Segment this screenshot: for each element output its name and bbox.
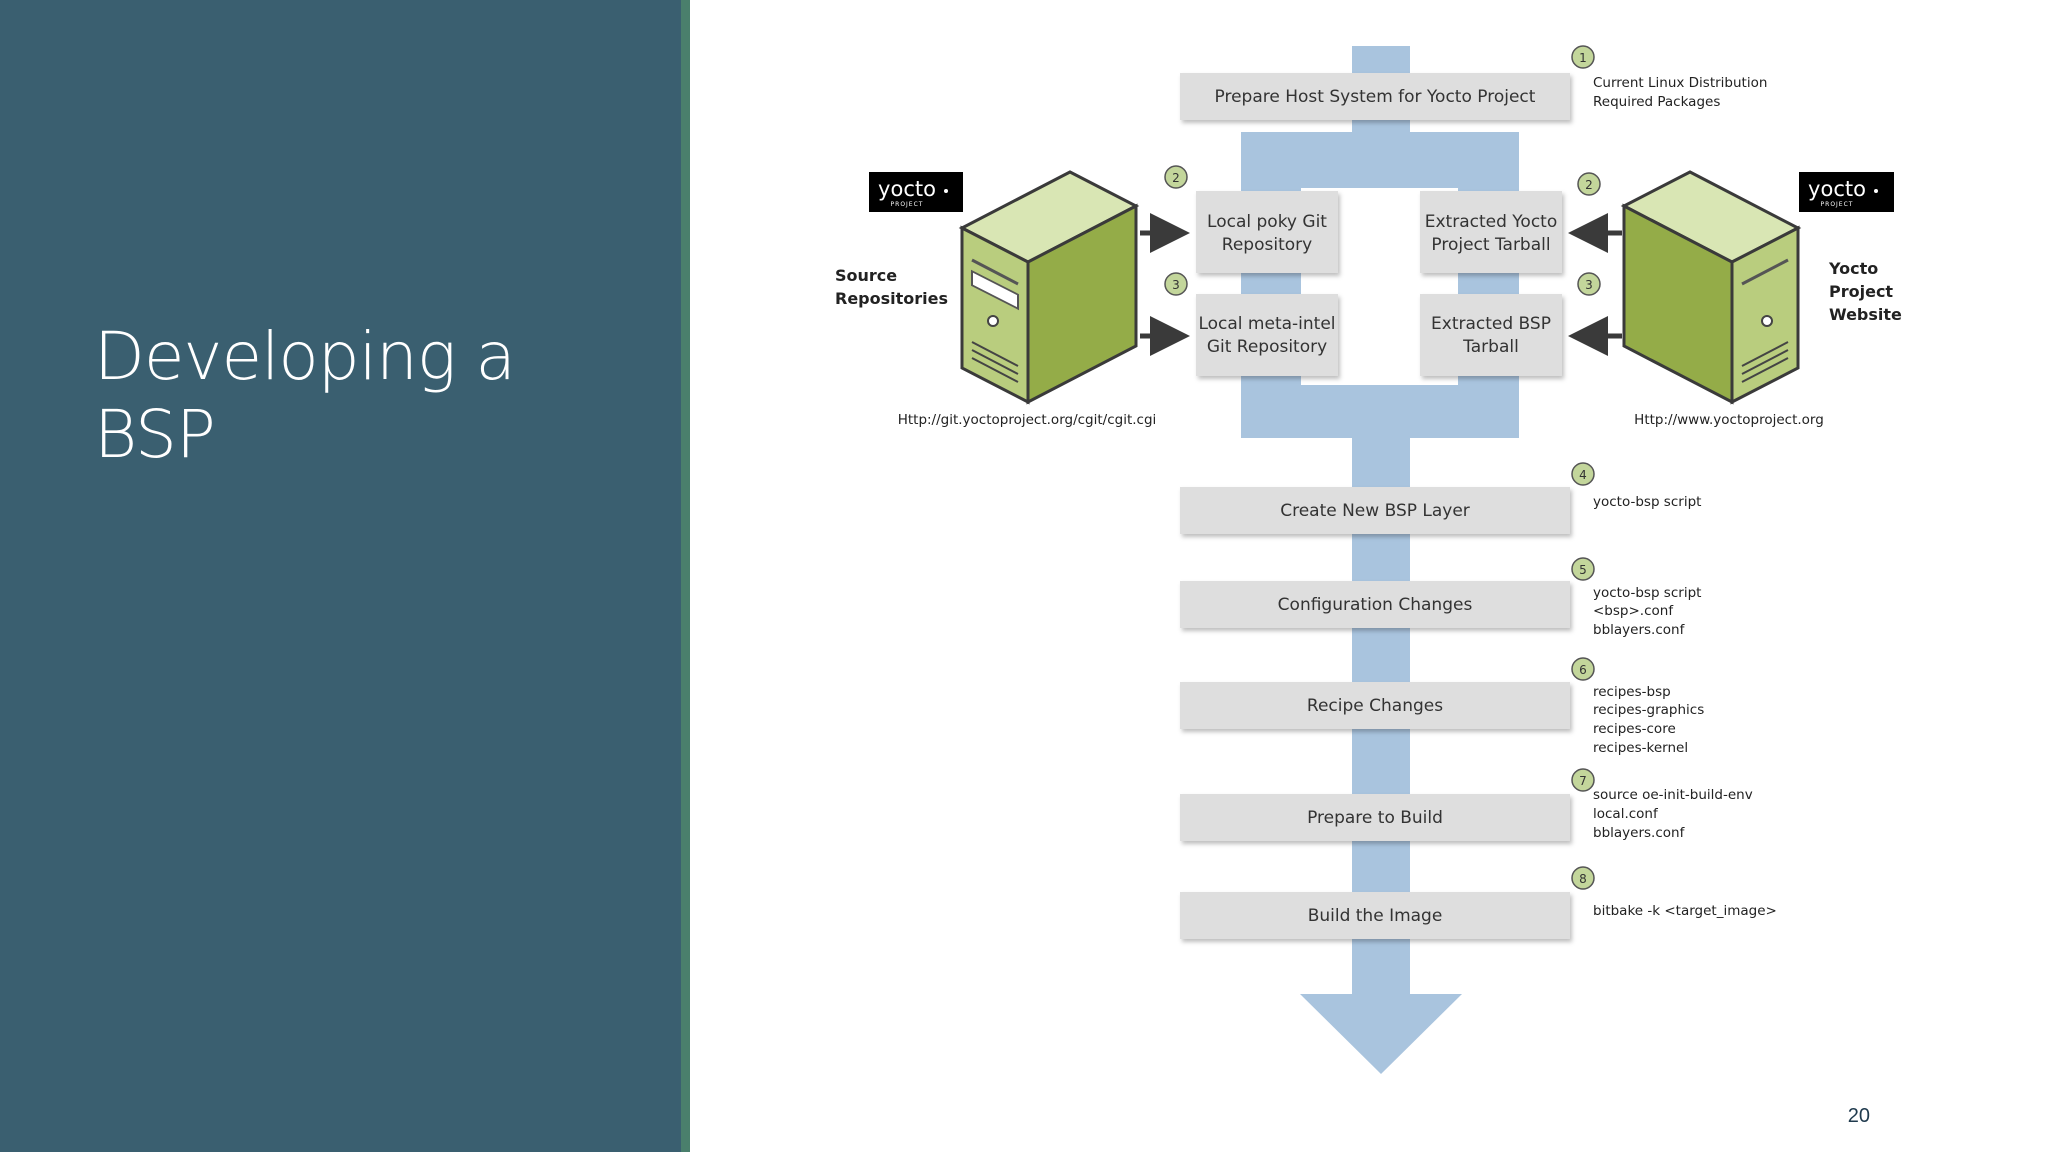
right-source-url: Http://www.yoctoproject.org — [1634, 412, 1824, 428]
svg-text:bblayers.conf: bblayers.conf — [1593, 622, 1686, 638]
repo-meta-line1: Local meta-intel — [1198, 314, 1335, 334]
repo-bsp-line1: Extracted BSP — [1431, 314, 1551, 334]
right-source-label-line3: Website — [1829, 305, 1902, 324]
repo-poky: Local poky Git Repository — [1196, 191, 1338, 273]
note-5: yocto-bsp script <bsp>.conf bblayers.con… — [1593, 585, 1701, 638]
svg-text:recipes-bsp: recipes-bsp — [1593, 684, 1671, 700]
svg-text:8: 8 — [1579, 872, 1587, 886]
svg-text:yocto-bsp script: yocto-bsp script — [1593, 585, 1701, 601]
left-logo-sub: PROJECT — [891, 201, 924, 208]
step-recipe-changes-label: Recipe Changes — [1307, 696, 1443, 716]
svg-text:bblayers.conf: bblayers.conf — [1593, 825, 1686, 841]
svg-text:6: 6 — [1579, 663, 1587, 677]
svg-text:recipes-graphics: recipes-graphics — [1593, 702, 1704, 718]
svg-text:<bsp>.conf: <bsp>.conf — [1593, 603, 1674, 619]
slide-title-line2: BSP — [94, 396, 216, 473]
repo-tarball: Extracted Yocto Project Tarball — [1420, 191, 1562, 273]
page-number: 20 — [1847, 1105, 1870, 1127]
svg-text:recipes-core: recipes-core — [1593, 721, 1676, 737]
repo-poky-line1: Local poky Git — [1207, 212, 1327, 232]
badge-3-right: 3 — [1577, 272, 1601, 296]
badge-7: 7 — [1571, 768, 1595, 792]
left-source-url: Http://git.yoctoproject.org/cgit/cgit.cg… — [898, 412, 1157, 428]
badge-2-left: 2 — [1164, 165, 1188, 189]
step-config-changes: Configuration Changes — [1180, 581, 1570, 628]
svg-text:2: 2 — [1585, 178, 1593, 192]
badge-2-right: 2 — [1577, 172, 1601, 196]
note-8: bitbake -k <target_image> — [1593, 903, 1777, 919]
step-create-layer-label: Create New BSP Layer — [1280, 501, 1470, 521]
right-logo-text: yocto — [1808, 177, 1866, 201]
svg-text:Current Linux Distribution: Current Linux Distribution — [1593, 75, 1767, 91]
left-source-label-line2: Repositories — [835, 289, 948, 308]
repo-bsp-line2: Tarball — [1462, 337, 1519, 357]
note-1: Current Linux Distribution Required Pack… — [1593, 75, 1767, 110]
left-server-icon — [958, 170, 1140, 405]
step-create-layer: Create New BSP Layer — [1180, 487, 1570, 534]
slide-title-line1: Developing a — [94, 318, 516, 395]
step-prepare-host: Prepare Host System for Yocto Project — [1180, 73, 1570, 120]
step-prepare-build: Prepare to Build — [1180, 794, 1570, 841]
svg-text:3: 3 — [1585, 278, 1593, 292]
slide-title: Developing a BSP — [94, 318, 654, 474]
svg-text:Required Packages: Required Packages — [1593, 94, 1720, 110]
repo-meta-intel: Local meta-intel Git Repository — [1196, 294, 1338, 376]
left-yocto-logo: yocto PROJECT — [869, 172, 963, 212]
svg-text:local.conf: local.conf — [1593, 806, 1659, 822]
right-source-label-line1: Yocto — [1828, 259, 1878, 278]
svg-text:bitbake -k <target_image>: bitbake -k <target_image> — [1593, 903, 1777, 919]
svg-text:source oe-init-build-env: source oe-init-build-env — [1593, 787, 1753, 803]
note-7: source oe-init-build-env local.conf bbla… — [1593, 787, 1753, 841]
badge-6: 6 — [1571, 657, 1595, 681]
right-source-label-line2: Project — [1829, 282, 1893, 301]
step-build-image-label: Build the Image — [1308, 906, 1443, 926]
left-logo-text: yocto — [878, 177, 936, 201]
step-prepare-host-label: Prepare Host System for Yocto Project — [1215, 87, 1536, 107]
svg-text:4: 4 — [1579, 468, 1587, 482]
repo-meta-line2: Git Repository — [1207, 337, 1327, 357]
badge-3-left: 3 — [1164, 272, 1188, 296]
repo-tarball-line2: Project Tarball — [1431, 235, 1550, 255]
step-build-image: Build the Image — [1180, 892, 1570, 939]
badge-1: 1 — [1571, 45, 1595, 69]
svg-text:5: 5 — [1579, 563, 1587, 577]
repo-arrows — [1140, 213, 1622, 356]
right-server-icon — [1620, 170, 1802, 405]
svg-text:1: 1 — [1579, 51, 1587, 65]
step-recipe-changes: Recipe Changes — [1180, 682, 1570, 729]
right-yocto-logo: yocto PROJECT — [1799, 172, 1894, 212]
svg-text:3: 3 — [1172, 278, 1180, 292]
left-source-label-line1: Source — [835, 266, 897, 285]
accent-stripe — [681, 0, 690, 1152]
note-6: recipes-bsp recipes-graphics recipes-cor… — [1593, 684, 1704, 756]
repo-poky-line2: Repository — [1222, 235, 1312, 255]
repo-tarball-line1: Extracted Yocto — [1425, 212, 1557, 232]
repo-bsp-tarball: Extracted BSP Tarball — [1420, 294, 1562, 376]
title-panel — [0, 0, 688, 1152]
badge-8: 8 — [1571, 866, 1595, 890]
svg-text:2: 2 — [1172, 171, 1180, 185]
svg-text:yocto-bsp script: yocto-bsp script — [1593, 494, 1701, 510]
badge-5: 5 — [1571, 557, 1595, 581]
step-prepare-build-label: Prepare to Build — [1307, 808, 1443, 828]
note-4: yocto-bsp script — [1593, 494, 1701, 510]
right-logo-sub: PROJECT — [1821, 201, 1854, 208]
svg-text:7: 7 — [1579, 774, 1587, 788]
svg-text:recipes-kernel: recipes-kernel — [1593, 740, 1688, 756]
badge-4: 4 — [1571, 462, 1595, 486]
step-config-changes-label: Configuration Changes — [1278, 595, 1473, 615]
